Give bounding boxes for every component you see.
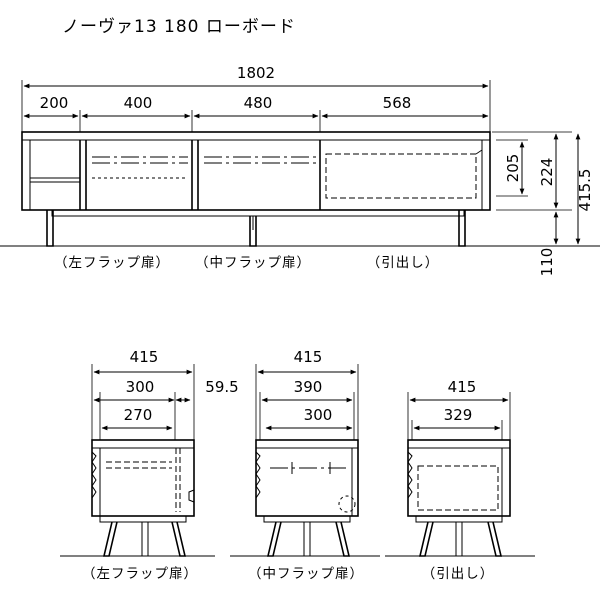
side-body	[407, 439, 511, 517]
height-label: 110	[538, 248, 556, 277]
caption-center-flap: （中フラップ扉）	[195, 255, 311, 271]
caption-center-flap: （中フラップ扉）	[248, 566, 364, 582]
drawer-corner	[475, 149, 483, 155]
leg	[418, 521, 434, 557]
wall-edge	[91, 451, 97, 499]
wall-edge	[407, 451, 413, 499]
leg	[102, 521, 118, 557]
wall-edge	[255, 451, 261, 499]
section-width-label: 200	[40, 94, 69, 112]
depth-label: 415	[448, 378, 477, 396]
side-body	[255, 439, 359, 517]
front-elevation: 1802 200 400 480 568	[0, 64, 600, 276]
drawer-hidden-box	[325, 153, 477, 199]
side-view-drawer: 415 329 （引出し）	[385, 378, 535, 582]
leg	[455, 522, 463, 556]
total-width-label: 1802	[237, 64, 275, 82]
base-rail	[99, 515, 187, 523]
dim-label: 300	[304, 406, 333, 424]
drawer-hidden-box	[417, 465, 499, 511]
height-label: 415.5	[576, 169, 594, 212]
caption-drawer: （引出し）	[422, 566, 495, 582]
side-body	[91, 439, 195, 517]
leg	[141, 522, 149, 556]
caption-left-flap: （左フラップ扉）	[82, 566, 198, 582]
section-width-label: 568	[383, 94, 412, 112]
base-rail	[51, 209, 465, 217]
leg	[335, 521, 351, 557]
dim-label: 59.5	[205, 378, 238, 396]
depth-label: 415	[294, 348, 323, 366]
cable-hole	[338, 495, 356, 513]
cabinet-body	[21, 131, 491, 211]
caption-drawer: （引出し）	[367, 255, 440, 271]
section-width-label: 400	[124, 94, 153, 112]
depth-label: 415	[130, 348, 159, 366]
dim-label: 329	[444, 406, 473, 424]
height-label: 205	[504, 154, 522, 183]
section-width-label: 480	[244, 94, 273, 112]
base-rail	[415, 515, 503, 523]
side-view-left-flap: 415 300 59.5 270 （左フラップ扉）	[60, 348, 239, 582]
height-label: 224	[538, 158, 556, 187]
caption-left-flap: （左フラップ扉）	[54, 255, 170, 271]
dim-label: 300	[126, 378, 155, 396]
page-title: ノーヴァ13 180 ローボード	[62, 17, 296, 37]
leg	[303, 522, 311, 556]
base-rail	[263, 515, 351, 523]
leg	[487, 521, 503, 557]
leg	[171, 521, 187, 557]
dim-label: 270	[124, 406, 153, 424]
dim-label: 390	[294, 378, 323, 396]
leg	[266, 521, 282, 557]
side-view-center-flap: 415 390 300 （中フラップ扉）	[230, 348, 380, 582]
hinge	[188, 489, 195, 503]
